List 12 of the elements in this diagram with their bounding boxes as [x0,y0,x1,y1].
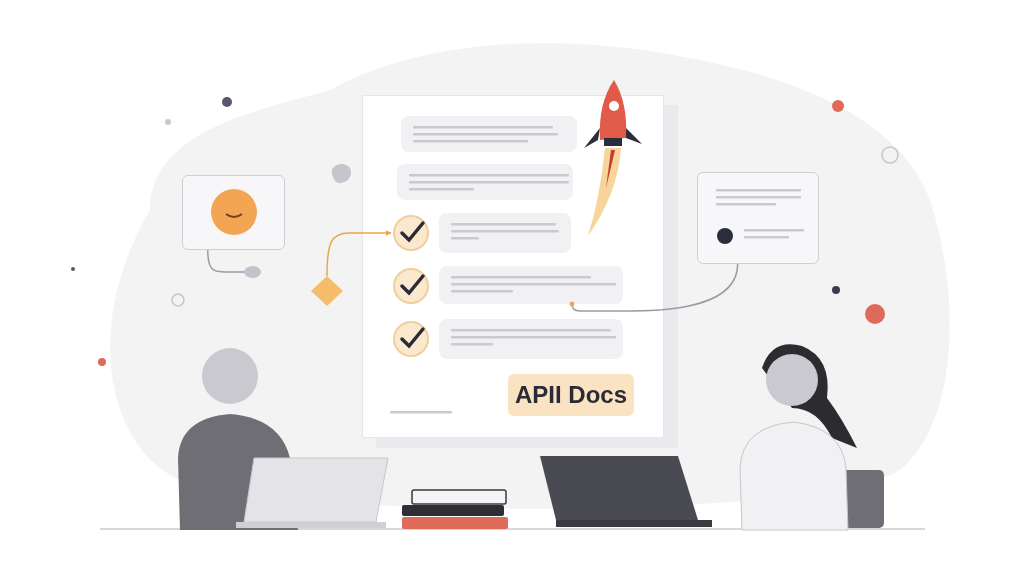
connector-line [326,230,392,277]
docs-badge: APII Docs [508,374,634,416]
avatar-card [182,175,285,250]
connector-line [207,249,245,273]
text-row [401,116,577,152]
checklist-item [391,266,623,304]
checklist-item [391,319,623,359]
text-row [397,164,573,200]
connector-line [569,263,739,312]
checklist-item [391,213,571,253]
diamond-shape [311,276,343,306]
info-card [697,172,819,264]
